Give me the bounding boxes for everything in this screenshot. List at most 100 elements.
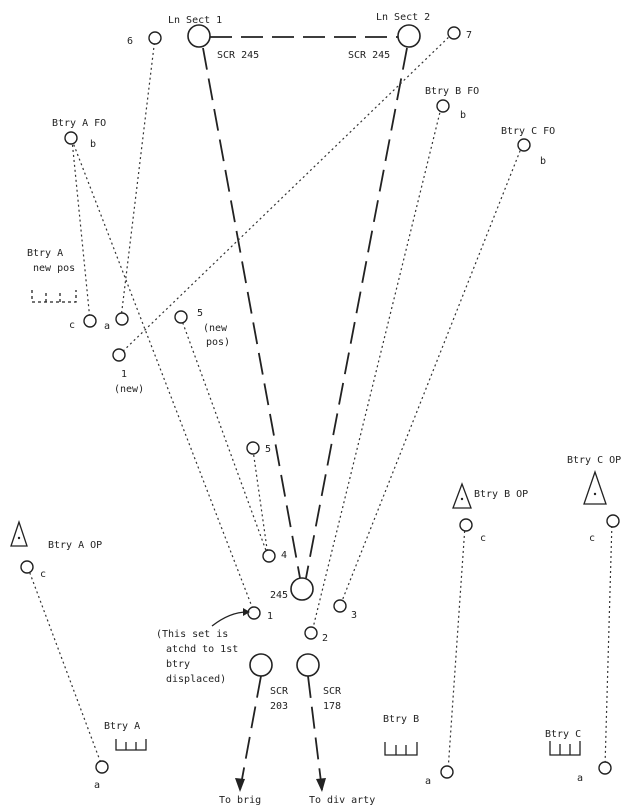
label-scr245-b: SCR 245 <box>348 50 390 61</box>
btry-b-symbol <box>384 742 418 756</box>
label-new-pos-2: pos) <box>206 337 230 348</box>
label-7: 7 <box>466 30 472 41</box>
ln-sect-2-radio <box>397 24 421 48</box>
node-6 <box>148 31 162 45</box>
label-5: 5 <box>265 444 271 455</box>
node-btry-b-a <box>440 765 454 779</box>
radio-scr203 <box>249 653 273 677</box>
node-4 <box>262 549 276 563</box>
label-btry-a-a: a <box>94 780 100 791</box>
wire-afo-c <box>71 139 91 321</box>
wire-afo-1 <box>71 139 255 613</box>
link-sect2-245 <box>305 47 408 579</box>
label-a-left: a <box>104 321 110 332</box>
node-btry-a-fo <box>64 131 78 145</box>
wire-6-a <box>120 37 156 319</box>
label-5-new: 5 <box>197 308 203 319</box>
label-scr203-1: SCR <box>270 686 289 697</box>
labels: Ln Sect 1 Ln Sect 2 SCR 245 SCR 245 6 7 … <box>27 12 621 806</box>
label-btry-a: Btry A <box>104 721 140 732</box>
label-btry-b-fo-b: b <box>460 110 466 121</box>
arrows <box>211 608 326 792</box>
label-1-new: 1 <box>121 369 127 380</box>
label-2: 2 <box>322 633 328 644</box>
wire-5-4 <box>252 449 269 557</box>
radio-sets <box>187 24 421 677</box>
label-scr203-2: 203 <box>270 701 288 712</box>
node-3 <box>333 599 347 613</box>
label-btry-a-fo-b: b <box>90 139 96 150</box>
radio-scr178 <box>296 653 320 677</box>
label-note-1: (This set is <box>156 629 228 640</box>
wire-5new-4 <box>180 317 269 557</box>
label-btry-c-op-c: c <box>589 533 595 544</box>
label-4: 4 <box>281 550 287 561</box>
note-pointer <box>211 611 248 627</box>
btry-c-symbol <box>549 741 581 756</box>
wire-bfo-2 <box>311 107 442 633</box>
btry-a-symbol <box>115 739 147 751</box>
op-symbols <box>10 470 607 547</box>
node-c-left <box>83 314 97 328</box>
label-6: 6 <box>127 36 133 47</box>
label-btry-c-fo: Btry C FO <box>501 126 555 137</box>
label-btry-a-new-1: Btry A <box>27 248 63 259</box>
label-btry-a-op: Btry A OP <box>48 540 102 551</box>
label-btry-b-a: a <box>425 776 431 787</box>
node-7 <box>447 26 461 40</box>
node-2 <box>304 626 318 640</box>
link-scr178-divarty <box>307 675 323 791</box>
label-btry-c: Btry C <box>545 729 581 740</box>
node-a-left <box>115 312 129 326</box>
wire-lines <box>27 33 613 772</box>
label-new-pos-1: (new <box>203 323 228 334</box>
node-btry-a-a <box>95 760 109 774</box>
label-scr245-a: SCR 245 <box>217 50 259 61</box>
label-btry-c-fo-b: b <box>540 156 546 167</box>
ln-sect-1-radio <box>187 24 211 48</box>
label-c-left: c <box>69 320 75 331</box>
arrow-to-brig <box>235 778 245 792</box>
label-btry-b: Btry B <box>383 714 419 725</box>
wire-bop-a <box>447 525 466 772</box>
label-1: 1 <box>267 611 273 622</box>
wire-aop-a <box>27 567 103 767</box>
label-scr178-2: 178 <box>323 701 341 712</box>
label-ln-sect-2: Ln Sect 2 <box>376 12 430 23</box>
label-btry-b-op-c: c <box>480 533 486 544</box>
btry-c-op-triangle <box>583 470 607 505</box>
node-5 <box>246 441 260 455</box>
node-1 <box>247 606 261 620</box>
label-btry-a-op-c: c <box>40 569 46 580</box>
node-btry-c-fo <box>517 138 531 152</box>
nodes <box>20 26 620 779</box>
label-btry-a-new-2: new pos <box>33 263 75 274</box>
link-sect1-245 <box>202 47 301 579</box>
node-btry-c-op-c <box>606 514 620 528</box>
radio-245 <box>290 577 314 601</box>
label-btry-c-a: a <box>577 773 583 784</box>
battery-symbols <box>31 290 581 756</box>
wire-7-1new <box>119 33 453 355</box>
radio-links <box>202 36 408 791</box>
btry-a-new-pos-symbol <box>31 290 77 303</box>
label-3: 3 <box>351 610 357 621</box>
label-btry-c-op: Btry C OP <box>567 455 621 466</box>
btry-b-op-triangle <box>452 482 472 509</box>
btry-a-op-triangle <box>10 519 28 547</box>
label-btry-a-fo: Btry A FO <box>52 118 106 129</box>
label-to-div-arty: To div arty <box>309 795 375 806</box>
link-scr203-brig <box>239 675 262 791</box>
node-btry-a-op-c <box>20 560 34 574</box>
node-btry-b-fo <box>436 99 450 113</box>
node-1-new <box>112 348 126 362</box>
label-ln-sect-1: Ln Sect 1 <box>168 15 222 26</box>
label-btry-b-fo: Btry B FO <box>425 86 479 97</box>
arrow-to-div-arty <box>316 778 326 792</box>
label-note-3: btry <box>166 659 190 670</box>
node-btry-c-a <box>598 761 612 775</box>
label-new-paren: (new) <box>114 384 144 395</box>
node-btry-b-op-c <box>459 518 473 532</box>
wire-cfo-3 <box>339 145 523 607</box>
